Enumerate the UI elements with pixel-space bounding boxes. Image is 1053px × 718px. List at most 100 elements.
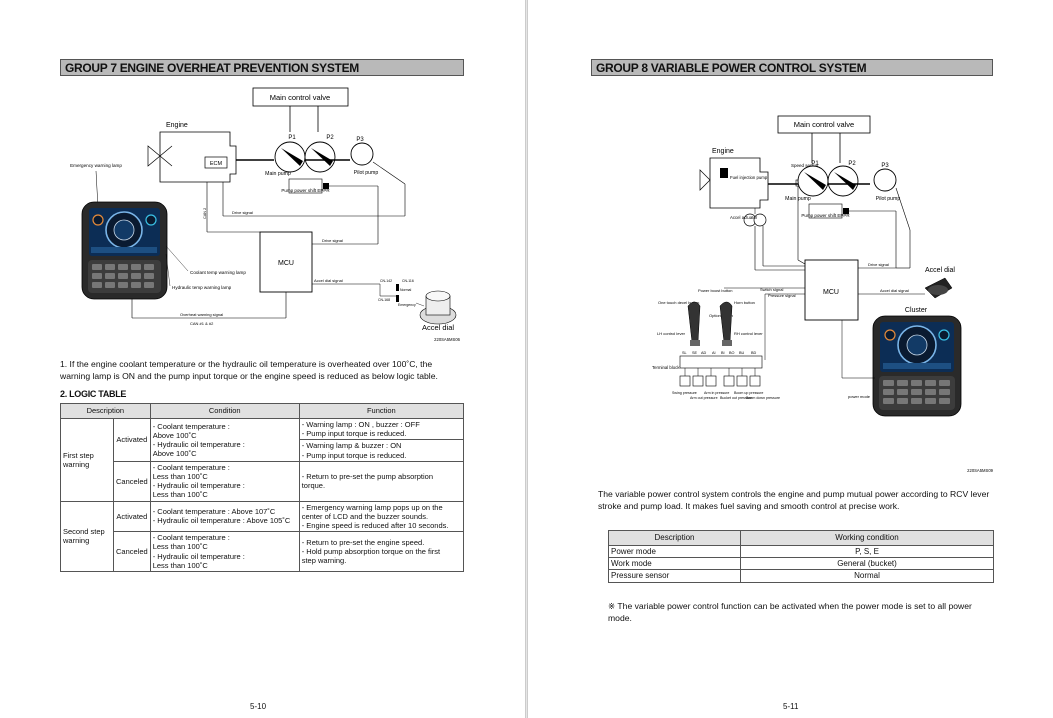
- r1-func-a-line: - Warning lamp : ON , buzzer : OFF: [301, 420, 420, 429]
- lh-control-lever: [687, 301, 701, 346]
- r2-cond-line: Less than 100˚C: [152, 472, 208, 482]
- cluster-monitor: [872, 315, 962, 417]
- p2-label: P2: [326, 135, 334, 141]
- lh-lever-label: LH control lever: [657, 331, 686, 336]
- main-pump-p2: [827, 165, 859, 197]
- r2-func-line: - Return to pre-set the pump absorption: [301, 472, 434, 482]
- p1-label: P1: [811, 161, 819, 167]
- main-control-valve-box: [252, 87, 349, 107]
- left-page-number: 5-10: [250, 702, 267, 711]
- terminal-bd: BD: [751, 351, 757, 355]
- sensor-boom-up: Boom up pressure: [734, 391, 763, 395]
- row-label: Work mode: [608, 557, 741, 571]
- r4-function: - Return to pre-set the engine speed. - …: [298, 531, 465, 573]
- pilot-pump-label: Pilot pump: [876, 196, 901, 202]
- canceled-cell-2: Canceled: [113, 531, 151, 573]
- r4-cond-line: - Hydraulic oil temperature :: [152, 551, 245, 561]
- cn142-label: CN-142: [380, 279, 392, 283]
- emergency-lamp-label: Emergency warning lamp: [70, 163, 122, 168]
- sensor-labels: Swing pressure Arm out pressure Arm in p…: [672, 391, 780, 400]
- r1-func-b-line: - Warning lamp & buzzer : ON: [301, 441, 402, 451]
- table-row: - Warning lamp & buzzer : ON - Pump inpu…: [61, 439, 465, 462]
- fuel-injection-label: Fuel injection pump: [730, 175, 768, 180]
- r4-cond-line: Less than 100˚C: [152, 560, 208, 570]
- accel-dial-label: Accel dial: [422, 323, 454, 332]
- main-pump-p1: [797, 165, 829, 197]
- coolant-lamp-label: Coolant temp warning lamp: [190, 270, 246, 275]
- logic-table: Description Condition Function First ste…: [60, 403, 465, 573]
- sensor-arm-in: Arm in pressure: [704, 391, 729, 395]
- r1-func-a-line: - Pump input torque is reduced.: [301, 429, 407, 439]
- r2-condition: - Coolant temperature : Less than 100˚C …: [149, 460, 300, 502]
- pilot-pump-label: Pilot pump: [354, 170, 379, 176]
- overheat-signal-label: Overheat warning signal: [180, 312, 223, 317]
- right-paragraph-text: The variable power control system contro…: [598, 489, 990, 511]
- accel-dial-label: Accel dial: [925, 267, 955, 274]
- r2-cond-line: Less than 100˚C: [152, 490, 208, 500]
- ecm-box: [204, 156, 228, 169]
- r1-cond-line: - Coolant temperature :: [152, 421, 230, 431]
- pilot-pump-p3: [350, 142, 374, 166]
- canceled-cell-1: Canceled: [113, 460, 151, 502]
- switch-signal-label: Switch signal: [760, 287, 783, 292]
- pressure-sensors: [679, 368, 761, 387]
- r3-cond-line: - Hydraulic oil temperature : Above 105˚…: [152, 516, 291, 526]
- p2-label: P2: [848, 161, 856, 167]
- main-pump-p1: [274, 141, 306, 173]
- table-row: Canceled - Coolant temperature : Less th…: [61, 460, 465, 502]
- working-condition-table: Description Working condition Power mode…: [608, 530, 994, 583]
- logic-table-header: Description Condition Function: [60, 403, 465, 419]
- one-touch-decel-label: One touch decel button: [658, 300, 699, 305]
- r4-func-line: step warning.: [301, 556, 347, 566]
- header-description: Description: [608, 530, 741, 546]
- r4-cond-line: - Coolant temperature :: [152, 533, 230, 543]
- r1-cond-line: Above 100˚C: [152, 430, 197, 440]
- hydraulic-lamp-label: Hydraulic temp warning lamp: [172, 285, 232, 290]
- terminal-labels: SL SE AD AI BI BO BU BD: [682, 351, 757, 355]
- table-row: Pressure sensor Normal: [608, 569, 994, 583]
- cluster-monitor: [81, 201, 168, 300]
- accel-dial-knob: [419, 290, 457, 325]
- main-control-valve-label: Main control valve: [270, 93, 330, 102]
- accel-dial-knob: [924, 277, 953, 299]
- pump-power-shift-label: Pump power shift EPPR: [801, 213, 850, 218]
- row-label: Pressure sensor: [608, 569, 741, 583]
- pressure-signal-label: Pressure signal: [768, 293, 796, 298]
- engine-label: Engine: [166, 122, 188, 129]
- power-mode-note: ※ The variable power control function ca…: [608, 601, 972, 623]
- main-control-valve-label: Main control valve: [794, 120, 854, 129]
- r4-func-line: - Return to pre-set the engine speed.: [301, 537, 425, 547]
- horn-button-label: Horn button: [734, 300, 755, 305]
- left-paragraph: 1. If the engine coolant temperature or …: [60, 359, 438, 381]
- r1-function-a: - Warning lamp : ON , buzzer : OFF - Pum…: [298, 417, 465, 441]
- right-figure-id: 220SA5MS09: [967, 468, 994, 473]
- terminal-bi: BI: [721, 351, 725, 355]
- r1-condition: - Coolant temperature : Above 100˚C - Hy…: [149, 418, 300, 462]
- r4-condition: - Coolant temperature : Less than 100˚C …: [149, 531, 300, 573]
- terminal-se: SE: [692, 351, 698, 355]
- left-figure-id: 220SA5MS06: [434, 337, 461, 342]
- drive-signal-label-2: Drive signal: [322, 238, 343, 243]
- working-condition-header: Description Working condition: [608, 530, 994, 546]
- rh-control-lever: [719, 301, 733, 346]
- pump-power-shift-label: Pump power shift EPPR: [281, 188, 330, 193]
- normal-label: Normal: [400, 288, 412, 292]
- logic-table-title: 2. LOGIC TABLE: [60, 389, 127, 399]
- r1-cond-line: Above 100˚C: [152, 449, 197, 459]
- header-working-condition: Working condition: [740, 530, 994, 546]
- pilot-pump-p3: [873, 168, 897, 192]
- r3-condition: - Coolant temperature : Above 107˚C - Hy…: [149, 500, 300, 533]
- pump-power-shift-box: [808, 203, 843, 219]
- accel-dial-signal-label: Accel dial signal: [314, 278, 343, 283]
- sensor-swing: Swing pressure: [672, 391, 697, 395]
- sensor-boom-down: Boom down pressure: [746, 396, 780, 400]
- engine-label: Engine: [712, 148, 734, 155]
- group-7-title: GROUP 7 ENGINE OVERHEAT PREVENTION SYSTE…: [60, 59, 464, 76]
- activated-cell-1: Activated: [113, 418, 151, 462]
- table-row: Power mode P, S, E: [608, 544, 994, 559]
- right-page: GROUP 8 VARIABLE POWER CONTROL SYSTEM Ma…: [528, 0, 1053, 718]
- r3-func-line: center of LCD and the buzzer sounds.: [301, 511, 429, 521]
- drive-signal-label-1: Drive signal: [232, 210, 253, 215]
- terminal-bo: BO: [729, 351, 735, 355]
- header-condition: Condition: [149, 403, 300, 419]
